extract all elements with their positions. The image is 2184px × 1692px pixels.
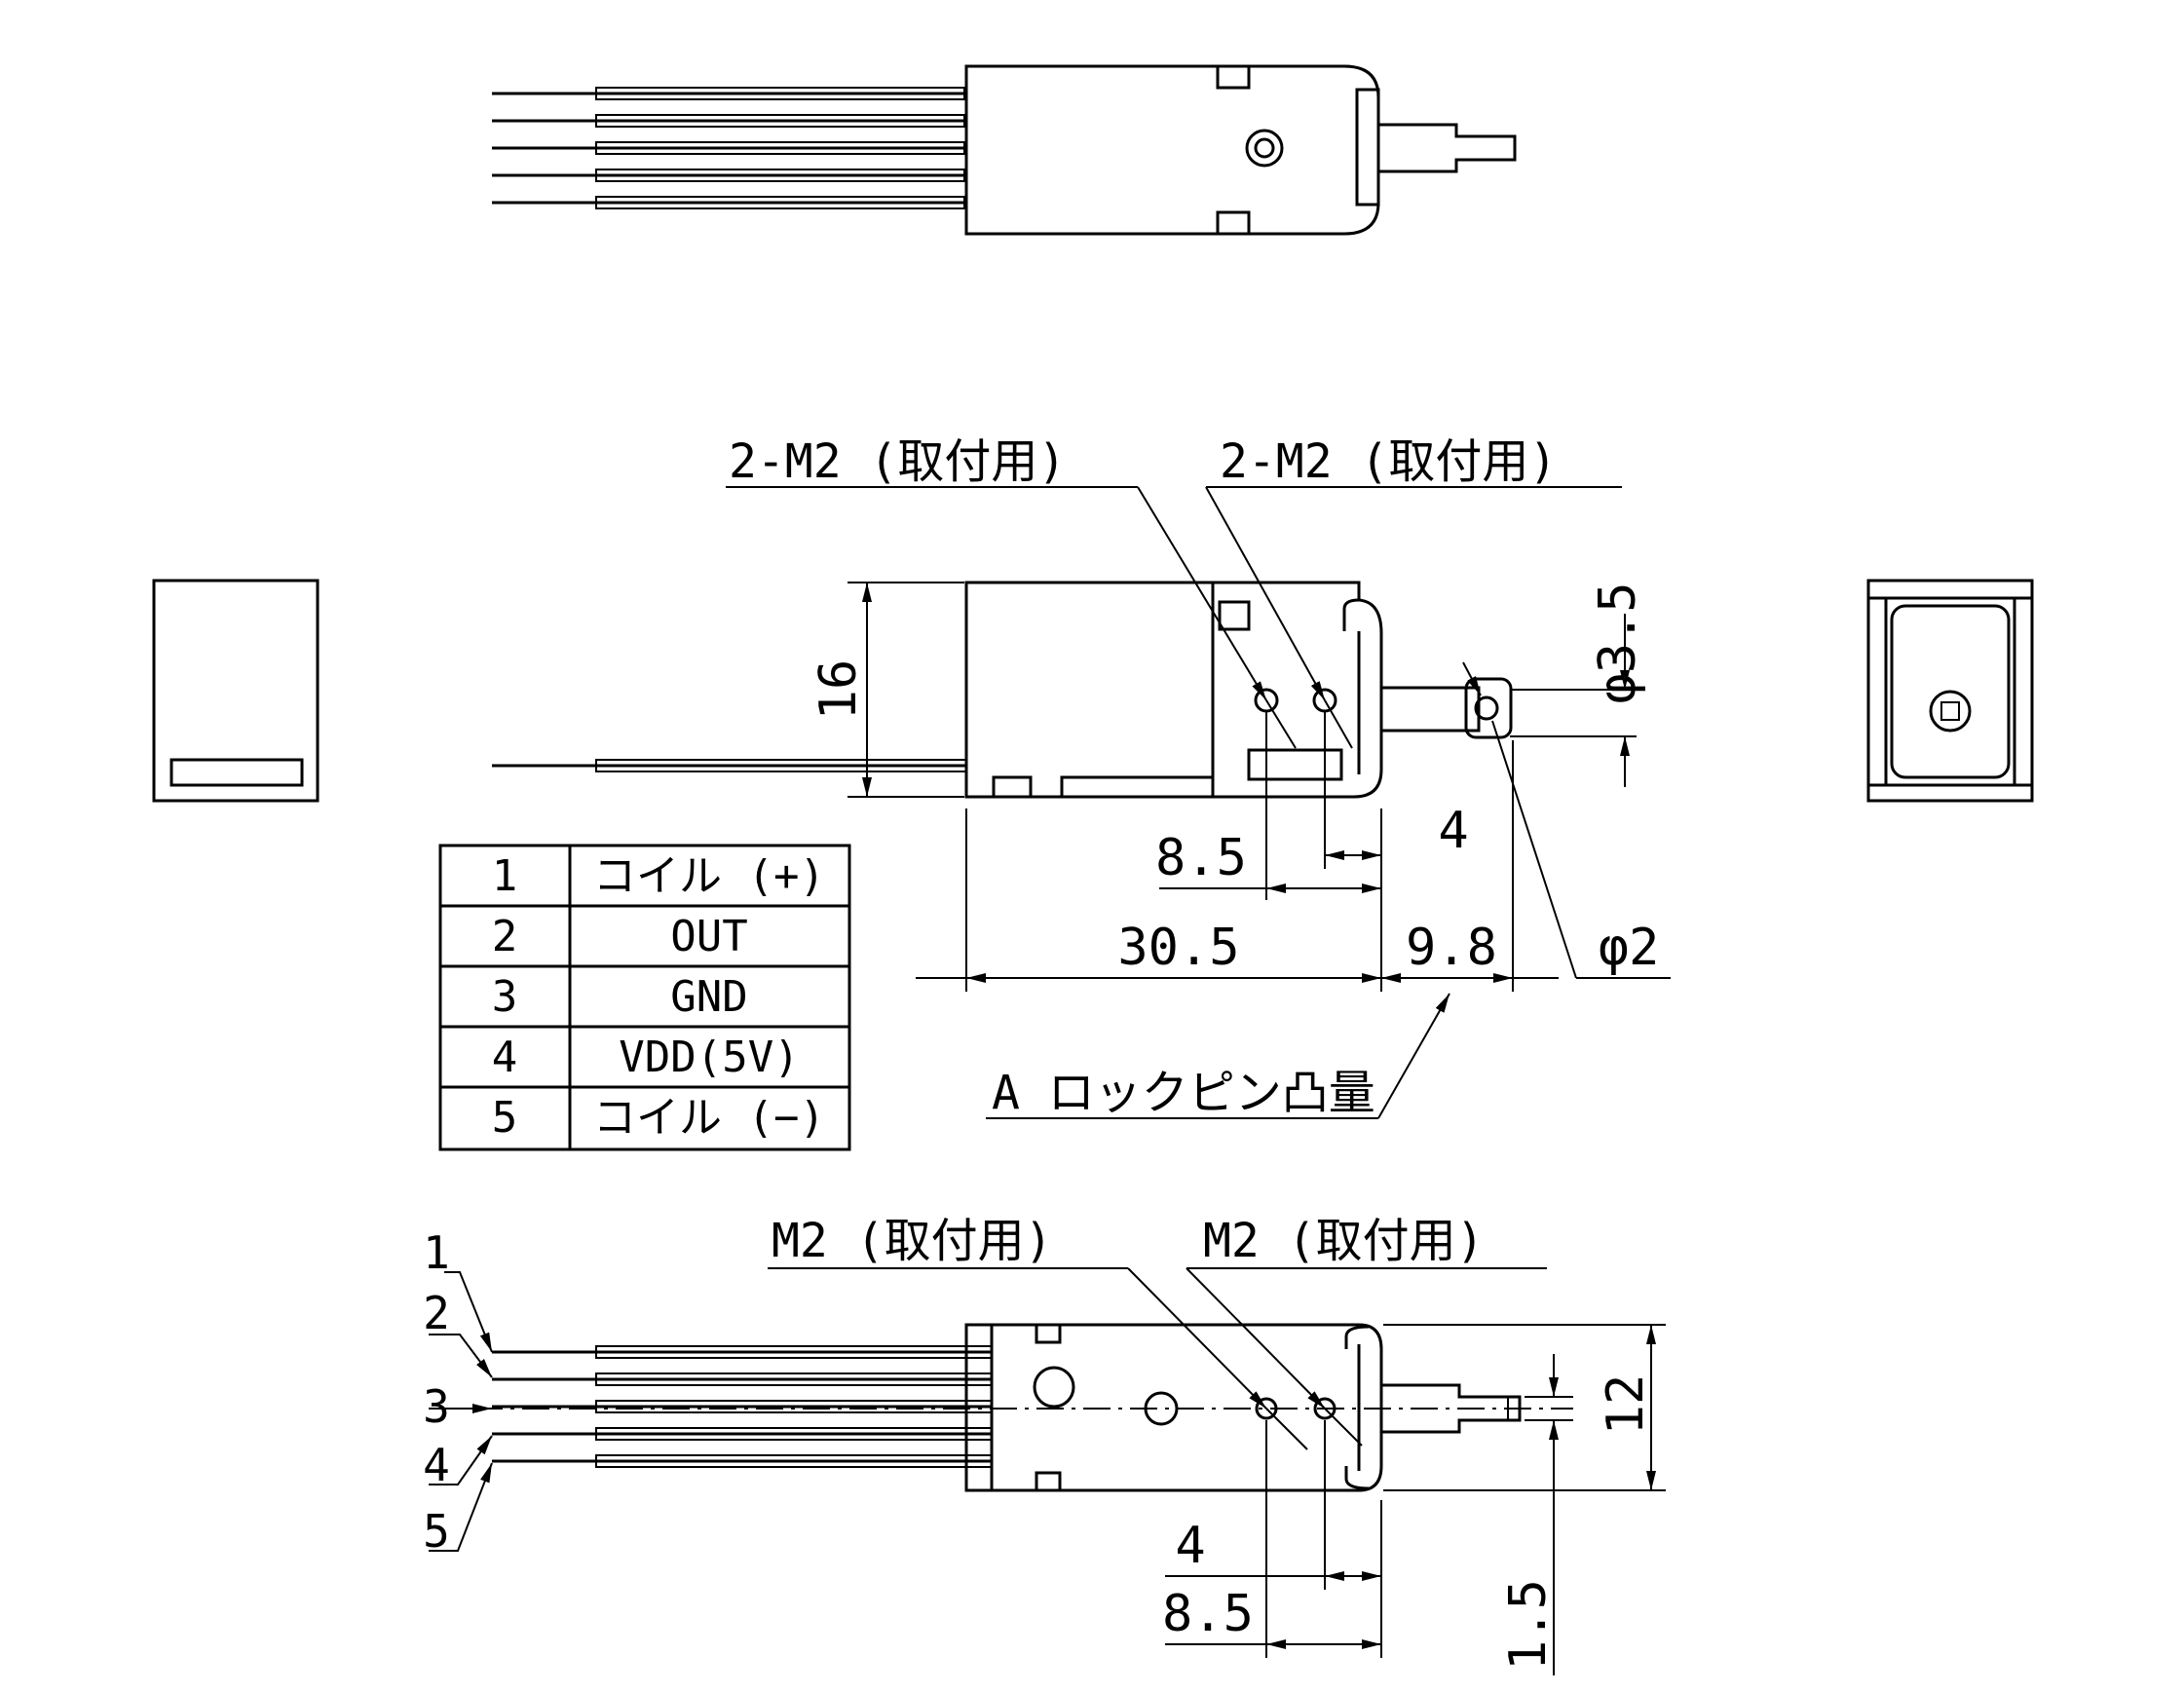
dim-phi-2: φ2 bbox=[1599, 919, 1660, 977]
right-end-shaft-icon bbox=[1929, 690, 1972, 733]
pin-table-signal-3: GND bbox=[670, 972, 747, 1022]
dim-1-5: 1.5 bbox=[1499, 1579, 1558, 1671]
dim-8-5-side: 8.5 bbox=[1155, 829, 1247, 887]
wire-label-5: 5 bbox=[423, 1505, 450, 1558]
side-view: 16 φ3.5 4 8.5 30.5 9.8 φ2 2-M2 (取 bbox=[492, 434, 1671, 1120]
wire-label-1: 1 bbox=[423, 1226, 450, 1279]
pin-table-no-1: 1 bbox=[492, 851, 518, 901]
bottom-view-wires bbox=[492, 1345, 993, 1468]
pin-table-no-2: 2 bbox=[492, 912, 518, 961]
top-view-shaft bbox=[1378, 123, 1517, 173]
dim-16: 16 bbox=[810, 659, 868, 721]
callout-side-mount-right: 2-M2 (取付用) bbox=[1220, 434, 1557, 489]
dim-4-side: 4 bbox=[1438, 802, 1468, 860]
bottom-view-body bbox=[964, 1323, 1383, 1492]
pin-table-signal-5: コイル (−) bbox=[593, 1093, 825, 1143]
pin-table-no-3: 3 bbox=[492, 972, 518, 1022]
pin-table: 1 コイル (+) 2 OUT 3 GND 4 VDD(5V) 5 コイル (−… bbox=[438, 844, 851, 1151]
pin-table-signal-1: コイル (+) bbox=[593, 851, 825, 901]
wire-label-4: 4 bbox=[423, 1439, 450, 1491]
callout-bottom-mount-right: M2 (取付用) bbox=[1203, 1214, 1485, 1268]
dim-4-bottom: 4 bbox=[1175, 1517, 1205, 1575]
bottom-large-hole-1 bbox=[1033, 1366, 1075, 1409]
bottom-view: 12 1.5 4 8.5 M2 (取付用) M2 (取付用) 1 2 3 4 bbox=[423, 1214, 1666, 1675]
top-view-screw-hole bbox=[1245, 129, 1284, 168]
wire-label-2: 2 bbox=[423, 1287, 450, 1339]
dim-30-5: 30.5 bbox=[1117, 919, 1239, 977]
top-view-body bbox=[964, 64, 1380, 236]
dim-12: 12 bbox=[1597, 1374, 1655, 1436]
callout-side-mount-left: 2-M2 (取付用) bbox=[729, 434, 1066, 489]
left-end-view bbox=[152, 579, 320, 803]
pin-table-no-5: 5 bbox=[492, 1093, 518, 1143]
pin-table-signal-4: VDD(5V) bbox=[619, 1033, 799, 1082]
top-view-wires bbox=[492, 87, 965, 209]
pin-table-signal-2: OUT bbox=[670, 912, 747, 961]
dim-phi-3-5: φ3.5 bbox=[1589, 582, 1647, 703]
top-view bbox=[492, 64, 1517, 236]
wire-label-3: 3 bbox=[423, 1380, 450, 1433]
dim-9-8: 9.8 bbox=[1406, 919, 1497, 977]
callout-bottom-mount-left: M2 (取付用) bbox=[772, 1214, 1053, 1268]
side-view-shaft bbox=[1379, 686, 1481, 733]
dim-8-5-bottom: 8.5 bbox=[1162, 1585, 1254, 1643]
right-end-view bbox=[1866, 579, 2034, 803]
callout-lock-pin: A ロックピン凸量 bbox=[992, 1066, 1375, 1120]
pin-table-no-4: 4 bbox=[492, 1033, 518, 1082]
